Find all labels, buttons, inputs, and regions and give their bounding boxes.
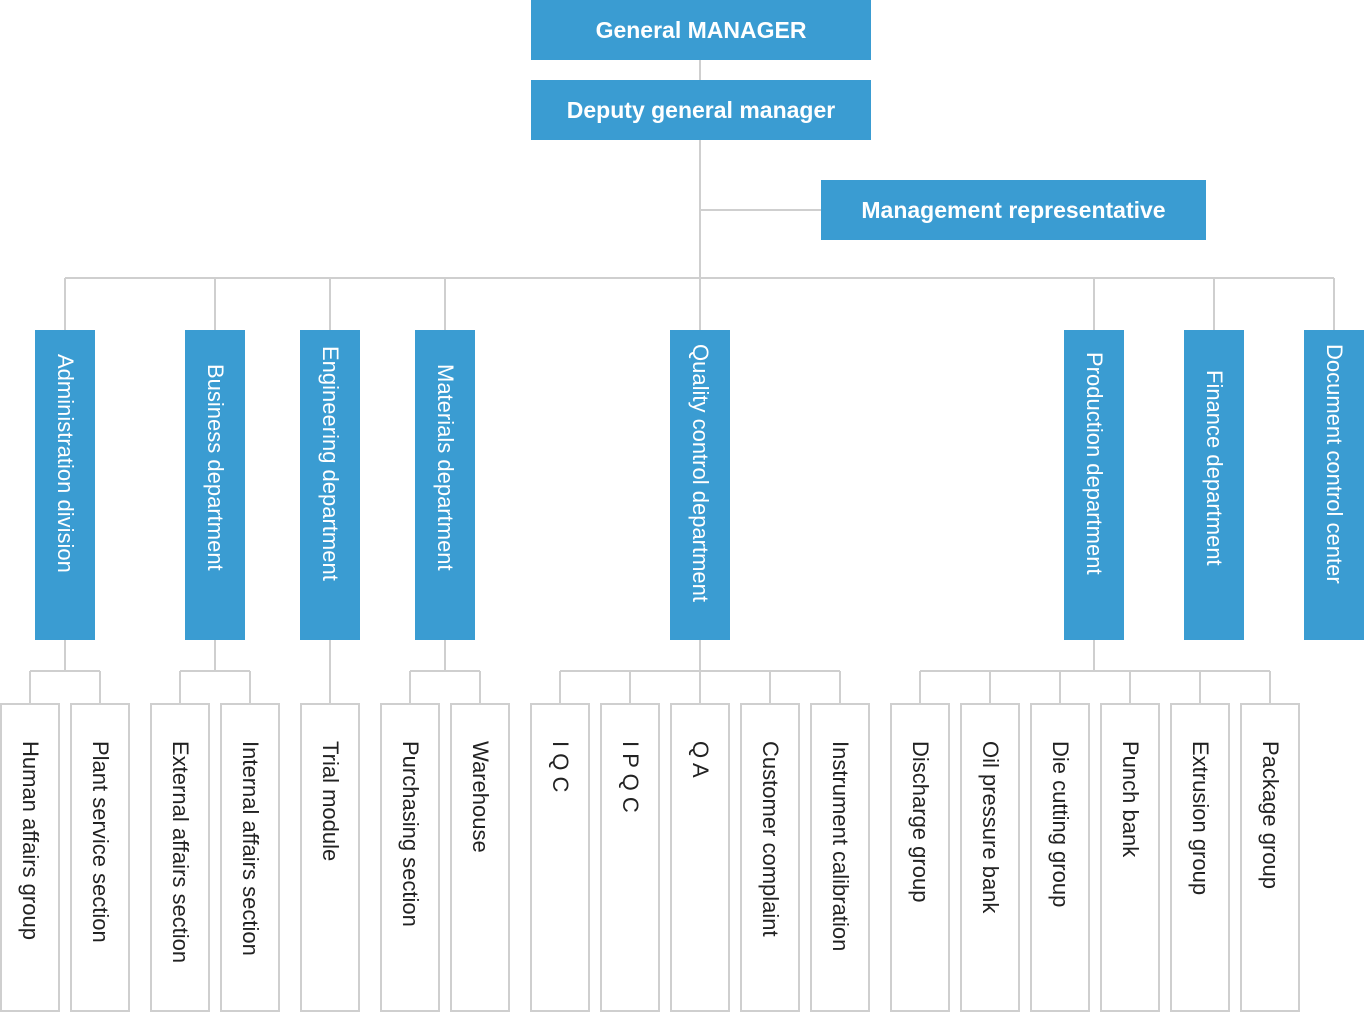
sub-iqc: I Q C bbox=[530, 703, 590, 1012]
sub-extrusion-group: Extrusion group bbox=[1170, 703, 1230, 1012]
sub-warehouse: Warehouse bbox=[450, 703, 510, 1012]
sub-label: Human affairs group bbox=[18, 741, 43, 940]
sub-plant-service-section: Plant service section bbox=[70, 703, 130, 1012]
sub-qa: Q A bbox=[670, 703, 730, 1012]
sub-purchasing-section: Purchasing section bbox=[380, 703, 440, 1012]
sub-label: External affairs section bbox=[168, 741, 193, 964]
sub-label: Q A bbox=[688, 741, 713, 778]
sub-label: Customer complaint bbox=[758, 741, 783, 937]
dept-engineering: Engineering department bbox=[300, 330, 360, 640]
sub-label: Internal affairs section bbox=[238, 741, 263, 956]
sub-human-affairs-group: Human affairs group bbox=[0, 703, 60, 1012]
deputy-manager-label: Deputy general manager bbox=[566, 96, 836, 123]
sub-ipqc: I P Q C bbox=[600, 703, 660, 1012]
dept-production: Production department bbox=[1064, 330, 1124, 640]
sub-label: Warehouse bbox=[468, 741, 493, 853]
dept-quality-control: Quality control department bbox=[670, 330, 730, 640]
sub-internal-affairs-section: Internal affairs section bbox=[220, 703, 280, 1012]
sub-label: Extrusion group bbox=[1188, 741, 1213, 896]
sub-discharge-group: Discharge group bbox=[890, 703, 950, 1012]
sub-customer-complaint: Customer complaint bbox=[740, 703, 800, 1012]
dept-label: Finance department bbox=[1202, 370, 1227, 566]
dept-document-control: Document control center bbox=[1304, 330, 1364, 640]
dept-administration: Administration division bbox=[35, 330, 95, 640]
management-representative-label: Management representative bbox=[861, 196, 1166, 223]
sub-label: Plant service section bbox=[88, 741, 113, 943]
sub-package-group: Package group bbox=[1240, 703, 1300, 1012]
sub-label: Package group bbox=[1258, 741, 1283, 889]
general-manager-label: General MANAGER bbox=[595, 16, 807, 43]
sub-label: I P Q C bbox=[618, 741, 643, 813]
sub-external-affairs-section: External affairs section bbox=[150, 703, 210, 1012]
sub-label: Purchasing section bbox=[398, 741, 423, 927]
sub-die-cutting-group: Die cutting group bbox=[1030, 703, 1090, 1012]
general-manager-box: General MANAGER bbox=[531, 0, 871, 60]
deputy-manager-box: Deputy general manager bbox=[531, 80, 871, 140]
dept-label: Materials department bbox=[433, 364, 458, 571]
sub-label: Trial module bbox=[318, 741, 343, 862]
dept-label: Engineering department bbox=[318, 346, 343, 581]
sub-label: Discharge group bbox=[908, 741, 933, 903]
sub-punch-bank: Punch bank bbox=[1100, 703, 1160, 1012]
sub-label: Instrument calibration bbox=[828, 741, 853, 952]
dept-materials: Materials department bbox=[415, 330, 475, 640]
sub-instrument-calibration: Instrument calibration bbox=[810, 703, 870, 1012]
sub-label: Punch bank bbox=[1118, 741, 1143, 858]
dept-label: Quality control department bbox=[688, 344, 713, 603]
dept-label: Production department bbox=[1082, 352, 1107, 575]
management-representative-box: Management representative bbox=[821, 180, 1206, 240]
dept-label: Document control center bbox=[1322, 344, 1347, 584]
dept-label: Administration division bbox=[53, 354, 78, 573]
dept-finance: Finance department bbox=[1184, 330, 1244, 640]
dept-business: Business department bbox=[185, 330, 245, 640]
sub-trial-module: Trial module bbox=[300, 703, 360, 1012]
sub-label: Die cutting group bbox=[1048, 741, 1073, 908]
dept-label: Business department bbox=[203, 364, 228, 571]
sub-label: Oil pressure bank bbox=[978, 741, 1003, 914]
sub-label: I Q C bbox=[548, 741, 573, 793]
sub-oil-pressure-bank: Oil pressure bank bbox=[960, 703, 1020, 1012]
